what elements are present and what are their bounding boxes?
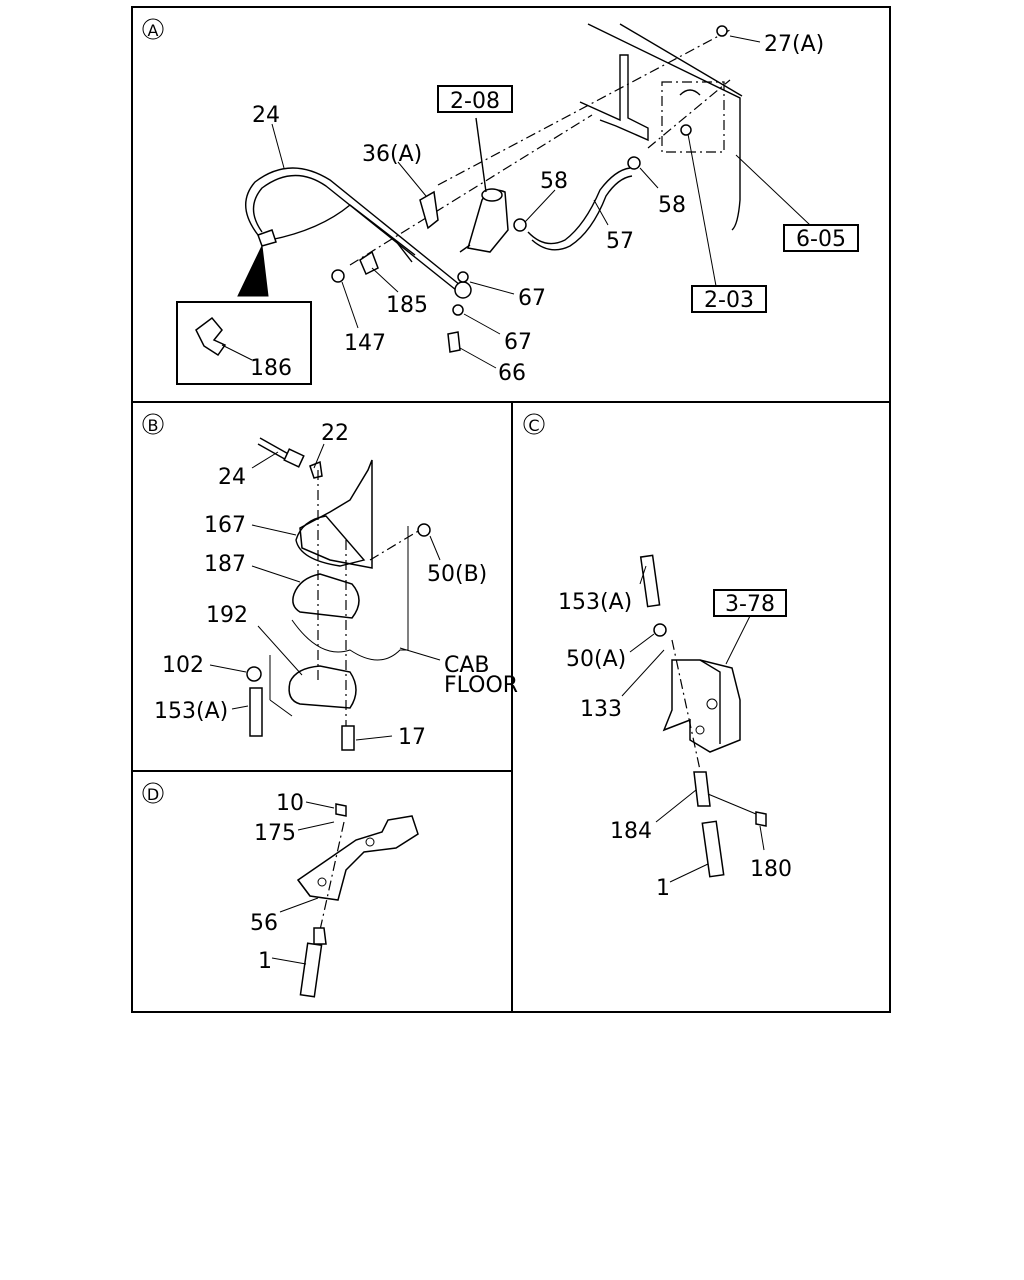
label-10: 10 [276, 791, 304, 816]
label-57: 57 [606, 229, 634, 254]
ref-box-6-05 [783, 224, 859, 252]
label-56: 56 [250, 911, 278, 936]
section-b: B [142, 413, 518, 751]
label-153a-b: 153(A) [154, 699, 228, 724]
leaders-d [271, 801, 335, 965]
label-185: 185 [386, 293, 428, 318]
label-184: 184 [610, 819, 652, 844]
leaders-a [221, 35, 811, 369]
label-cab: CAB [444, 653, 490, 678]
label-floor: FLOOR [444, 673, 518, 698]
label-36a: 36(A) [362, 142, 422, 167]
section-c: C 153(A) 3-78 50(A) 133 [523, 413, 792, 901]
leaders-b [209, 443, 441, 741]
label-180: 180 [750, 857, 792, 882]
ref-box-2-08 [437, 85, 513, 113]
inset-clip-186 [176, 301, 312, 385]
label-ref-6-05: 6-05 [796, 227, 846, 252]
label-102: 102 [162, 653, 204, 678]
hose-57 [513, 156, 641, 251]
section-b-marker: B [142, 413, 164, 435]
label-58-upper: 58 [540, 169, 568, 194]
label-50b: 50(B) [427, 562, 487, 587]
label-24-b: 24 [218, 465, 246, 490]
section-d-marker: D [142, 782, 164, 804]
label-1-d: 1 [258, 949, 272, 974]
label-1-c: 1 [656, 876, 670, 901]
label-ref-2-08: 2-08 [450, 89, 500, 114]
label-24-a: 24 [252, 103, 280, 128]
label-67-upper: 67 [518, 286, 546, 311]
label-186: 186 [250, 356, 292, 381]
label-22: 22 [321, 421, 349, 446]
label-67-lower: 67 [504, 330, 532, 355]
label-ref-2-03: 2-03 [704, 288, 754, 313]
section-d: D 10 175 56 1 [142, 782, 419, 998]
label-192: 192 [206, 603, 248, 628]
section-c-marker-letter: C [528, 416, 539, 435]
section-d-marker-letter: D [147, 785, 159, 804]
label-133: 133 [580, 697, 622, 722]
washer-pump [459, 117, 509, 253]
washer-hose-24 [237, 167, 472, 299]
diagram-frames [131, 6, 891, 1013]
label-167: 167 [204, 513, 246, 538]
label-58-lower: 58 [658, 193, 686, 218]
label-27a: 27(A) [764, 32, 824, 57]
label-187: 187 [204, 552, 246, 577]
bracket-3-78-drawing [639, 554, 767, 878]
leaders-c [621, 565, 765, 883]
section-c-marker: C [523, 413, 545, 435]
label-ref-3-78: 3-78 [725, 592, 775, 617]
label-17: 17 [398, 725, 426, 750]
small-hardware-a [331, 25, 728, 353]
ref-box-2-03 [691, 285, 767, 313]
label-175: 175 [254, 821, 296, 846]
section-a-marker-letter: A [148, 21, 159, 40]
washer-tank-drawing [349, 23, 743, 266]
label-153a-c: 153(A) [558, 590, 632, 615]
ref-box-3-78 [713, 589, 787, 617]
label-147: 147 [344, 331, 386, 356]
washer-nozzle-bracket-drawing [246, 437, 431, 751]
label-66: 66 [498, 361, 526, 386]
section-a-marker: A [142, 18, 164, 40]
section-b-marker-letter: B [148, 416, 159, 435]
label-50a: 50(A) [566, 647, 626, 672]
bracket-56-drawing [296, 803, 419, 998]
section-a: A [142, 18, 859, 386]
